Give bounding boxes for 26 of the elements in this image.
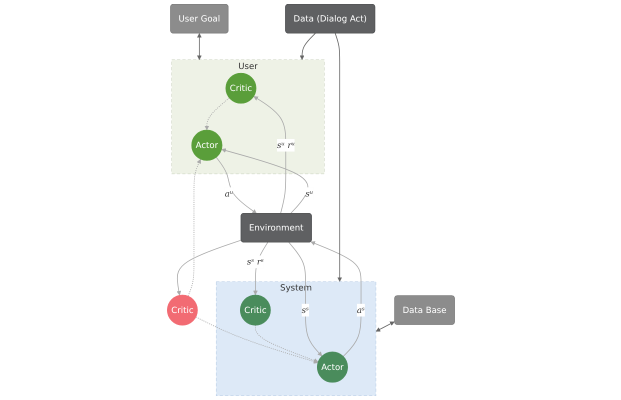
arrow (288, 242, 322, 356)
edge-label: aᵘ (224, 188, 233, 198)
arrow (215, 156, 256, 214)
arrow (334, 32, 342, 282)
arrow (196, 33, 202, 60)
arrow (254, 324, 318, 363)
edge-label: sᵘ (305, 188, 313, 198)
arrow (252, 242, 268, 296)
arrow (204, 98, 230, 130)
arrow (195, 316, 318, 364)
node-circle: Critic (240, 294, 270, 326)
node-circle: Actor (190, 130, 222, 161)
edge-label: sᵘ rᵘ (276, 140, 295, 150)
node-circle: Actor (316, 352, 348, 383)
arrow (299, 32, 316, 60)
arrow (176, 240, 242, 296)
edge-label: aˢ (356, 304, 364, 315)
edge-label: sˢ rˢ (246, 256, 264, 267)
arrow (187, 158, 201, 296)
arrow (310, 241, 362, 357)
arrow (253, 96, 286, 214)
edge-label: sˢ (301, 304, 309, 315)
node-circle: Critic (166, 294, 198, 326)
arrow (375, 321, 394, 332)
arrow (220, 148, 308, 214)
node-circle: Critic (225, 72, 256, 104)
